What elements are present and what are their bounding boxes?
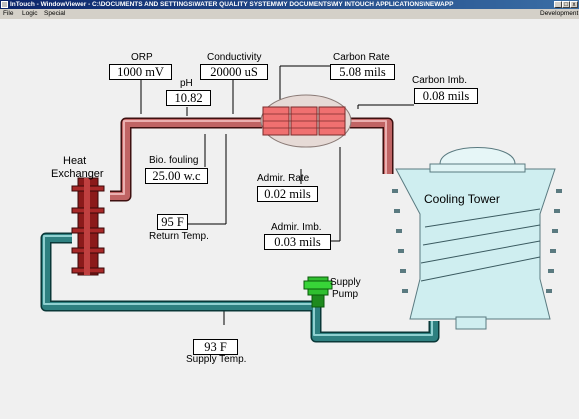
title-bar: InTouch - WindowViewer - C:\DOCUMENTS AN… [0,0,579,9]
supply-temp-label: Supply Temp. [186,354,247,365]
admir-rate-value: 0.02 mils [257,186,318,202]
heat-exchanger-unit [71,177,105,276]
leader-lines [140,65,414,325]
heat-exchanger-label-line2: Exchanger [51,168,104,180]
menu-logic[interactable]: Logic [22,10,38,17]
menu-development[interactable]: Development [540,10,579,17]
admir-imb-value: 0.03 mils [264,234,331,250]
window-title: InTouch - WindowViewer - C:\DOCUMENTS AN… [10,1,454,8]
orp-label: ORP [131,52,153,63]
ph-label: pH [180,78,193,89]
return-temp-label: Return Temp. [149,231,209,242]
cooling-tower-unit [392,147,562,330]
app-icon [1,1,8,8]
minimize-button[interactable]: _ [554,1,562,8]
close-button[interactable]: x [570,1,578,8]
bio-fouling-value: 25.00 w.c [145,168,208,184]
menu-file[interactable]: File [3,10,14,17]
menu-bar: File Logic Special Development [0,9,579,19]
return-pipe [110,117,394,202]
supply-pump-icon[interactable] [303,276,333,308]
conductivity-value: 20000 uS [200,64,268,80]
menu-special[interactable]: Special [44,10,66,17]
process-diagram [40,65,562,343]
return-temp-value: 95 F [157,214,188,230]
supply-temp-value: 93 F [193,339,238,355]
carbon-imb-value: 0.08 mils [414,88,478,104]
bio-fouling-label: Bio. fouling [149,155,199,166]
conductivity-label: Conductivity [207,52,262,63]
orp-value: 1000 mV [109,64,172,80]
maximize-button[interactable]: □ [562,1,570,8]
admir-imb-label: Admir. Imb. [271,222,322,233]
carbon-imb-label: Carbon Imb. [412,75,468,86]
supply-pump-label-line1: Supply [330,277,361,288]
probe-housing [260,94,352,148]
admir-rate-label: Admir. Rate [257,173,310,184]
supply-pump-label-line2: Pump [332,289,359,300]
heat-exchanger-label-line1: Heat [63,155,87,167]
carbon-rate-label: Carbon Rate [333,52,390,63]
process-canvas: ORP 1000 mV Conductivity 20000 uS pH 10.… [0,19,579,419]
carbon-rate-value: 5.08 mils [330,64,395,80]
ph-value: 10.82 [166,90,211,106]
cooling-tower-label: Cooling Tower [424,192,500,206]
